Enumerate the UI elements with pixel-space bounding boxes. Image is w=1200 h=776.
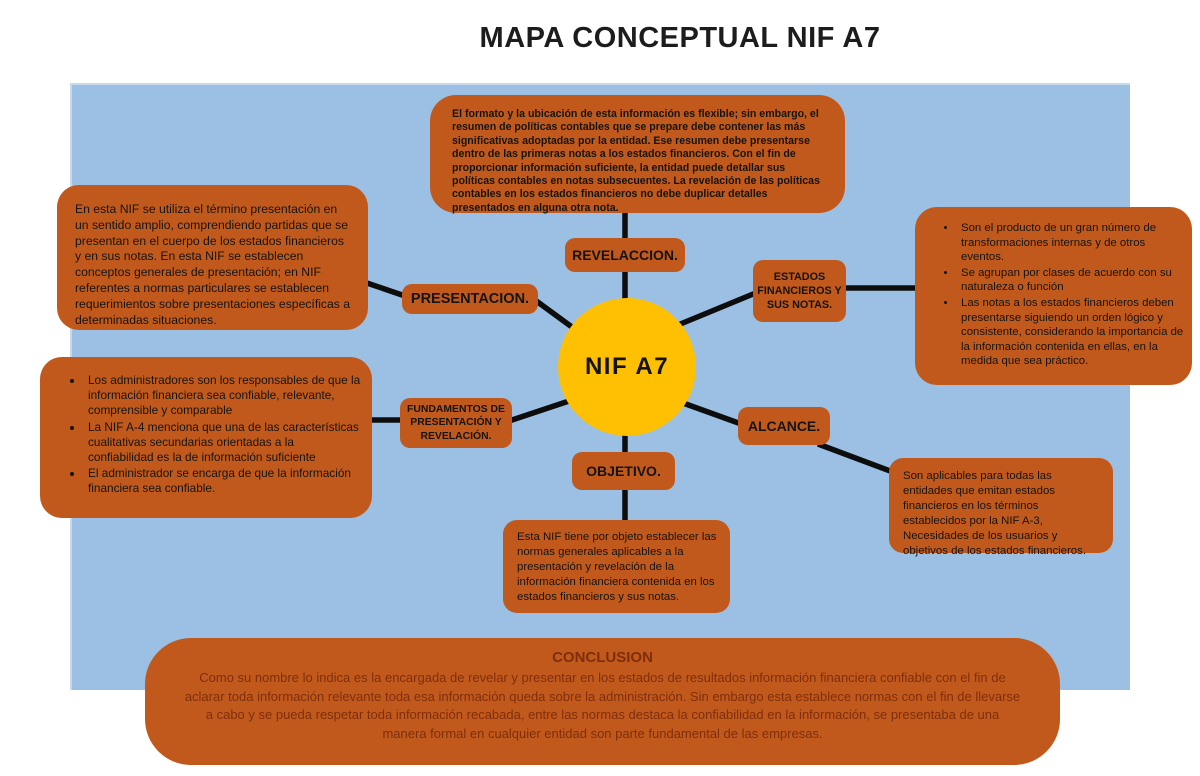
conclusion-heading: CONCLUSION [552, 649, 653, 666]
connector [676, 289, 760, 328]
bullet-item: Se agrupan por clases de acuerdo con su … [957, 266, 1184, 295]
bullet-item: Los administradores son los responsables… [84, 373, 362, 419]
note-objetivo: Esta NIF tiene por objeto establecer las… [503, 520, 730, 613]
connector [508, 397, 573, 424]
bullet-item: Son el producto de un gran número de tra… [957, 221, 1184, 265]
connector [682, 400, 745, 428]
note-objetivo-text: Esta NIF tiene por objeto establecer las… [517, 531, 717, 603]
connector [817, 441, 894, 475]
node-label-objetivo: OBJETIVO. [572, 452, 675, 490]
note-revelacion-text: El formato y la ubicación de esta inform… [452, 108, 820, 214]
node-label-fundamentos: FUNDAMENTOS DE PRESENTACIÓN Y REVELACIÓN… [400, 398, 512, 448]
node-label-revelacion: REVELACCION. [565, 238, 685, 272]
note-alcance-text: Son aplicables para todas las entidades … [903, 470, 1086, 557]
connector [363, 279, 409, 300]
conclusion-box: CONCLUSION Como su nombre lo indica es l… [145, 638, 1060, 765]
node-label-presentacion: PRESENTACION. [402, 284, 538, 314]
note-estados: Son el producto de un gran número de tra… [915, 207, 1192, 385]
note-estados-bullets: Son el producto de un gran número de tra… [925, 221, 1184, 369]
note-presentacion: En esta NIF se utiliza el término presen… [57, 185, 368, 330]
note-fundamentos: Los administradores son los responsables… [40, 357, 372, 518]
center-node-nif-a7: NIF A7 [558, 298, 696, 436]
bullet-item: El administrador se encarga de que la in… [84, 466, 362, 496]
note-presentacion-text: En esta NIF se utiliza el término presen… [75, 202, 351, 327]
note-revelacion: El formato y la ubicación de esta inform… [430, 95, 845, 214]
note-fundamentos-bullets: Los administradores son los responsables… [52, 373, 362, 497]
note-alcance: Son aplicables para todas las entidades … [889, 458, 1113, 557]
node-label-estados: ESTADOS FINANCIEROS Y SUS NOTAS. [753, 260, 846, 322]
center-node-label: NIF A7 [584, 353, 670, 380]
page-title: MAPA CONCEPTUAL NIF A7 [479, 22, 881, 54]
bullet-item: Las notas a los estados financieros debe… [957, 296, 1184, 369]
node-label-alcance: ALCANCE. [738, 407, 830, 445]
conclusion-text: Como su nombre lo indica es la encargada… [184, 670, 1021, 741]
connector [533, 297, 578, 333]
bullet-item: La NIF A-4 menciona que una de las carac… [84, 420, 362, 466]
